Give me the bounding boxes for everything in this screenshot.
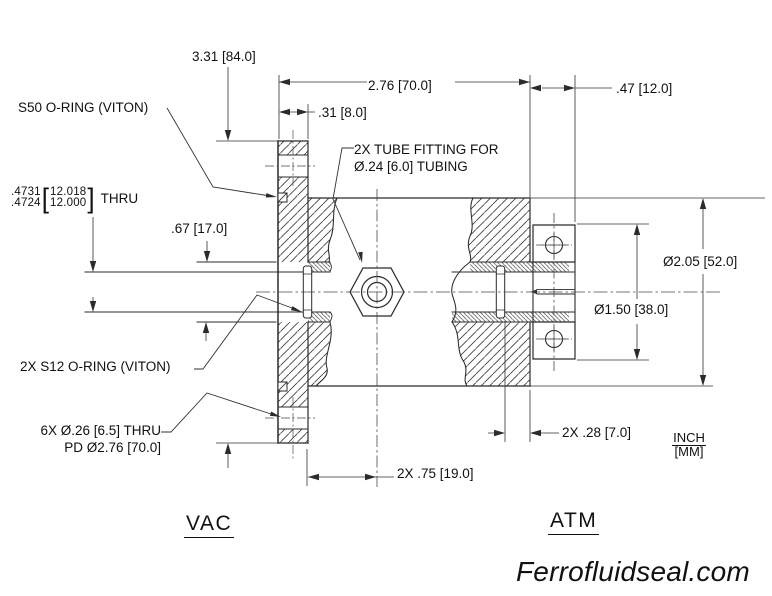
callout-bolt-holes-line1: 6X Ø.26 [6.5] THRU [40,423,161,438]
arrowheads [89,78,707,481]
bore-bracket-close: ] [87,182,95,214]
dim-groove-offset: 2X .28 [7.0] [562,425,632,440]
leader-lines [161,107,361,433]
centerlines [256,130,721,487]
body-section [307,197,531,387]
bolt-hole-centerlines [265,165,315,419]
s50-oring-sections [277,192,288,392]
bore-mm-lower: 12.000 [50,197,87,209]
bore-bracket-open: [ [41,182,50,214]
dim-body-length-lines [278,75,531,197]
bore-inch-lower: .4724 [11,197,41,209]
dim-body-od-lines [530,197,765,387]
dim-fitting-offset: 2X .75 [19.0] [397,466,474,481]
bore-inch-upper: .4731 [11,186,41,198]
callout-tube-fitting-line2: Ø.24 [6.0] TUBING [354,159,468,174]
dim-collar-od: Ø1.50 [38.0] [591,302,672,317]
dim-body-length: 2.76 [70.0] [368,78,432,93]
dim-counterbore: .67 [17.0] [171,221,228,236]
dim-flange-thickness-lines [290,104,315,139]
dim-fitting-offset-lines [306,449,394,486]
dim-flange-od-lines [216,67,277,468]
zone-label-vac: VAC [184,512,235,538]
callout-tube-fitting-line1: 2X TUBE FITTING FOR [354,142,499,157]
dim-flange-od: 3.31 [84.0] [192,49,256,64]
leader-s50-oring [166,107,268,196]
dim-collar-width: .47 [12.0] [616,81,673,96]
flange-section [277,140,309,444]
callout-tube-fitting: 2X TUBE FITTING FOR Ø.24 [6.0] TUBING [354,141,499,175]
dim-collar-od-lines [577,223,649,361]
dim-flange-thickness: .31 [8.0] [318,105,367,120]
callout-bore-dimension: .4731 .4724 [ 12.018 12.000 ] THRU [11,182,139,214]
dim-counterbore-lines [205,241,208,341]
callout-s50-oring: S50 O-RING (VITON) [18,100,149,115]
dim-body-od: Ø2.05 [52.0] [660,254,741,269]
bore-thru-note: THRU [100,190,139,206]
leader-bolt-holes [161,392,272,433]
callout-bolt-holes: 6X Ø.26 [6.5] THRU PD Ø2.76 [70.0] [22,423,161,456]
callout-bolt-holes-line2: PD Ø2.76 [70.0] [64,439,161,455]
zone-label-atm: ATM [548,509,600,535]
units-primary: INCH [672,430,706,446]
callout-s12-oring: 2X S12 O-RING (VITON) [20,359,171,374]
units-note: INCH [MM] [662,430,716,459]
dim-groove-offset-lines [488,321,559,442]
units-secondary: [MM] [674,444,704,459]
brand-watermark: Ferrofluidseal.com [516,556,750,587]
leader-s12-oring [194,294,293,370]
bore-mm-upper: 12.018 [50,186,87,198]
dim-collar-width-lines [542,75,612,222]
dimension-lines [92,67,765,486]
leader-tube-fitting [332,147,361,261]
